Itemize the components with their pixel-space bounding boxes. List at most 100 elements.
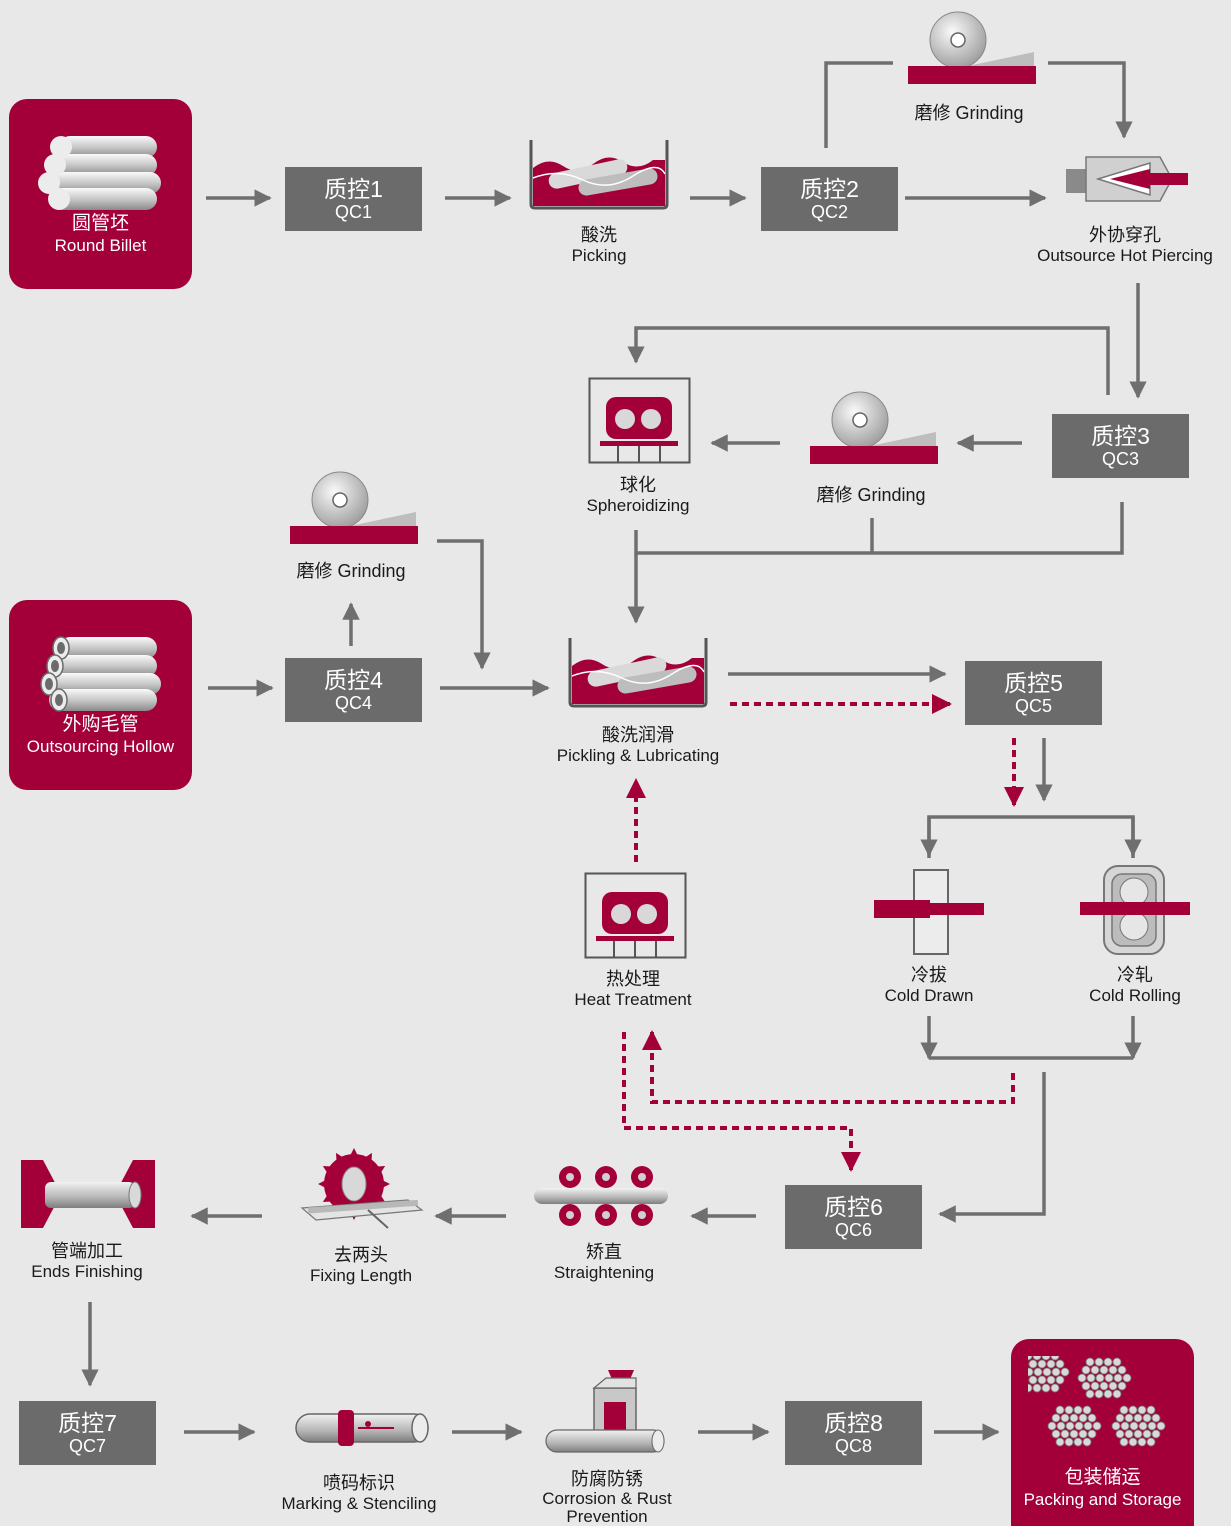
heat-treatment-furnace-icon [584, 872, 687, 959]
qc2-zh: 质控2 [800, 175, 859, 202]
round-billet-icon [37, 136, 161, 210]
qc1-en: QC1 [334, 201, 372, 222]
arrow-merge-qc6 [938, 1072, 1046, 1223]
marking-en: Marking & Stenciling [281, 1494, 437, 1513]
grinding-wheel-icon [908, 11, 1036, 84]
arrow-qc2-grinding [824, 61, 893, 148]
pickling-lubricating-en: Pickling & Lubricating [556, 746, 720, 765]
corrosion-en2: Prevention [566, 1507, 648, 1526]
spheroidizing-label: 球化 Spheroidizing [586, 474, 689, 516]
cold-rolling-en: Cold Rolling [1089, 986, 1181, 1005]
hollow-pipes-icon [39, 636, 161, 712]
corrosion-coating-icon [545, 1370, 665, 1453]
pickling-lubricating-tank-icon [568, 638, 708, 708]
straightening-rollers-icon [534, 1166, 668, 1226]
qc5-zh: 质控5 [1004, 669, 1063, 696]
straightening-zh: 矫直 [586, 1242, 622, 1262]
qc8-zh: 质控8 [824, 1409, 883, 1436]
line-split-cold [927, 815, 1135, 858]
qc7-zh: 质控7 [58, 1409, 117, 1436]
pickling-tank-icon [529, 140, 669, 210]
node-round-billet: 圆管坯 Round Billet [9, 99, 192, 289]
spheroidizing-zh: 球化 [619, 475, 656, 495]
packing-en: Packing and Storage [1023, 1489, 1182, 1509]
piercing-en: Outsource Hot Piercing [1037, 246, 1213, 265]
node-packing-storage: 包装储运 Packing and Storage [1011, 1339, 1194, 1526]
qc6-zh: 质控6 [824, 1193, 883, 1220]
cold-drawn-label: 冷拔 Cold Drawn [885, 964, 974, 1006]
qc8-en: QC8 [834, 1435, 872, 1456]
heat-treatment-label: 热处理 Heat Treatment [574, 968, 691, 1010]
dashed-arrow-cold-heat [642, 1030, 1015, 1104]
grinding-wheel-icon-3 [290, 471, 418, 544]
arrow-qc3-spheroidizing-top [627, 326, 1110, 395]
fixing-length-label: 去两头 Fixing Length [310, 1244, 412, 1286]
round-billet-en: Round Billet [54, 236, 147, 255]
marking-stencil-icon [295, 1410, 429, 1446]
qc4-en: QC4 [334, 692, 372, 713]
qc3-zh: 质控3 [1091, 422, 1150, 449]
packing-zh: 包装储运 [1064, 1466, 1141, 1488]
ends-finishing-en: Ends Finishing [31, 1262, 143, 1281]
cold-drawn-die-icon [874, 869, 984, 955]
node-outsourcing-hollow: 外购毛管 Outsourcing Hollow [9, 600, 192, 790]
ends-finishing-zh: 管端加工 [50, 1241, 123, 1261]
qc4-zh: 质控4 [324, 666, 383, 693]
hollow-zh: 外购毛管 [62, 714, 139, 735]
heat-treatment-zh: 热处理 [605, 969, 660, 989]
qc6-box: 质控6 QC6 [785, 1185, 922, 1249]
furnace-icon [588, 377, 691, 464]
cold-rolling-label: 冷轧 Cold Rolling [1089, 964, 1181, 1006]
arrow-grinding4-pickling [437, 539, 491, 670]
qc5-box: 质控5 QC5 [965, 661, 1102, 725]
arrow-grinding-piercing [1048, 61, 1133, 139]
qc3-en: QC3 [1101, 448, 1139, 469]
cold-rolling-mill-icon [1080, 865, 1190, 955]
line-qc3-merge [636, 502, 1124, 555]
qc6-en: QC6 [834, 1219, 872, 1240]
fixing-length-zh: 去两头 [333, 1245, 388, 1265]
hot-piercing-icon [1066, 156, 1188, 202]
cold-drawn-zh: 冷拔 [911, 965, 947, 985]
piercing-label: 外协穿孔 Outsource Hot Piercing [1037, 224, 1213, 266]
cold-rolling-zh: 冷轧 [1116, 965, 1153, 985]
corrosion-zh: 防腐防锈 [571, 1469, 643, 1489]
piercing-zh: 外协穿孔 [1089, 225, 1161, 245]
cold-drawn-en: Cold Drawn [884, 986, 974, 1005]
marking-label: 喷码标识 Marking & Stenciling [282, 1472, 437, 1514]
qc1-zh: 质控1 [324, 175, 383, 202]
ends-finishing-icon [21, 1160, 155, 1228]
picking-label: 酸洗 Picking [572, 224, 627, 266]
grinding-wheel-icon-2 [810, 391, 938, 464]
saw-blade-icon [300, 1148, 424, 1229]
grinding-left-label: 磨修 Grinding [296, 561, 406, 581]
qc5-en: QC5 [1014, 695, 1052, 716]
straightening-label: 矫直 Straightening [554, 1241, 654, 1283]
corrosion-label: 防腐防锈 Corrosion & Rust Prevention [542, 1468, 671, 1526]
straightening-en: Straightening [553, 1263, 655, 1282]
grinding-mid-label: 磨修 Grinding [816, 485, 926, 505]
qc8-box: 质控8 QC8 [785, 1401, 922, 1465]
qc7-en: QC7 [68, 1435, 106, 1456]
qc1-box: 质控1 QC1 [285, 167, 422, 231]
round-billet-zh: 圆管坯 [71, 213, 129, 234]
qc3-box: 质控3 QC3 [1052, 414, 1189, 478]
dashed-arrow-heat-qc6 [622, 1032, 861, 1172]
fixing-length-en: Fixing Length [309, 1266, 413, 1285]
qc2-box: 质控2 QC2 [761, 167, 898, 231]
pickling-lubricating-label: 酸洗润滑 Pickling & Lubricating [557, 724, 720, 766]
pickling-lubricating-zh: 酸洗润滑 [602, 725, 674, 745]
spheroidizing-en: Spheroidizing [586, 496, 690, 515]
qc7-box: 质控7 QC7 [19, 1401, 156, 1465]
picking-zh: 酸洗 [581, 225, 617, 245]
hollow-en: Outsourcing Hollow [26, 737, 175, 756]
grinding-top-label: 磨修 Grinding [914, 103, 1024, 123]
heat-treatment-en: Heat Treatment [574, 990, 692, 1009]
qc4-box: 质控4 QC4 [285, 658, 422, 722]
pipe-bundles-icon [1027, 1355, 1165, 1446]
qc2-en: QC2 [810, 201, 848, 222]
marking-zh: 喷码标识 [323, 1473, 395, 1493]
picking-en: Picking [571, 246, 627, 265]
corrosion-en: Corrosion & Rust [542, 1489, 672, 1508]
